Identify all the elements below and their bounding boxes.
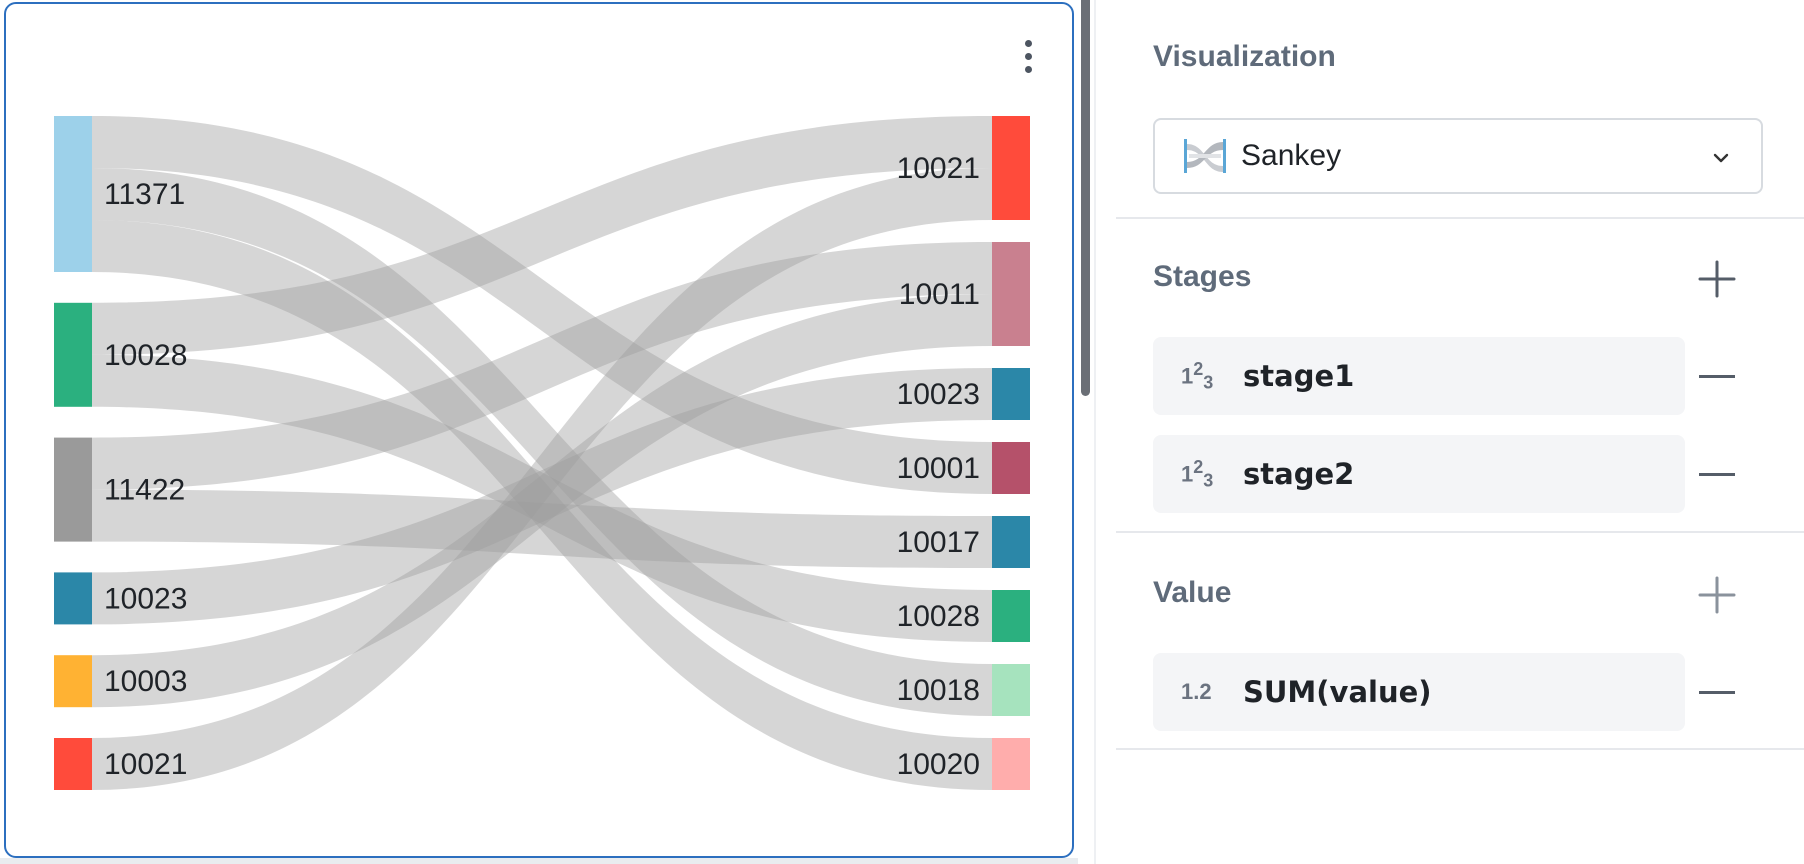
sankey-node-label: 10018	[897, 674, 980, 707]
sankey-node-right[interactable]	[992, 242, 1030, 346]
visualization-type-value: Sankey	[1241, 139, 1342, 172]
page-bottom-strip	[0, 858, 1092, 864]
sankey-link[interactable]	[92, 368, 992, 625]
remove-stage1-button[interactable]	[1692, 351, 1742, 401]
sankey-node-label: 11371	[104, 178, 185, 211]
stage-field-stage2[interactable]: 123 stage2	[1153, 435, 1685, 513]
sankey-node-label: 10023	[897, 378, 980, 411]
minus-icon	[1699, 690, 1735, 694]
add-value-button[interactable]	[1692, 570, 1742, 620]
integer-type-icon: 123	[1181, 358, 1214, 393]
section-divider	[1116, 217, 1804, 219]
sankey-node-right[interactable]	[992, 442, 1030, 494]
section-divider	[1116, 748, 1804, 750]
visualization-section-title: Visualization	[1153, 40, 1336, 73]
sankey-node-right[interactable]	[992, 664, 1030, 716]
sankey-node-left[interactable]	[54, 655, 92, 708]
value-section-title: Value	[1153, 576, 1232, 609]
stages-section-title: Stages	[1153, 260, 1252, 293]
sankey-node-right[interactable]	[992, 738, 1030, 790]
sankey-node-label: 10028	[104, 339, 187, 372]
integer-type-icon: 123	[1181, 456, 1214, 491]
sankey-node-right[interactable]	[992, 368, 1030, 420]
minus-icon	[1699, 472, 1735, 476]
visualization-type-select[interactable]: Sankey	[1153, 118, 1763, 194]
panel-divider	[1094, 0, 1096, 864]
value-field-label: SUM(value)	[1243, 675, 1432, 709]
sankey-node-right[interactable]	[992, 516, 1030, 568]
remove-stage2-button[interactable]	[1692, 449, 1742, 499]
value-field-sum[interactable]: 1.2 SUM(value)	[1153, 653, 1685, 731]
sankey-node-left[interactable]	[54, 437, 92, 542]
sankey-node-label: 10023	[104, 582, 187, 615]
sankey-node-label: 10011	[899, 278, 980, 311]
kebab-menu-icon[interactable]	[1008, 32, 1048, 80]
remove-value-button[interactable]	[1692, 667, 1742, 717]
sankey-node-label: 10017	[897, 526, 980, 559]
sankey-link[interactable]	[92, 489, 992, 568]
sankey-node-label: 10003	[104, 665, 187, 698]
sankey-node-left[interactable]	[54, 572, 92, 625]
decimal-type-icon: 1.2	[1181, 679, 1212, 704]
sankey-node-label: 10028	[897, 600, 980, 633]
scrollbar-thumb[interactable]	[1081, 0, 1090, 396]
sankey-node-label: 10001	[897, 452, 980, 485]
sankey-link[interactable]	[92, 242, 992, 490]
sankey-node-label: 11422	[104, 474, 185, 507]
sankey-link[interactable]	[92, 354, 992, 642]
sankey-node-label: 10021	[104, 748, 187, 781]
sankey-chart: 11371 10028 11422 10023 10003 10021 10021 10011…	[54, 116, 1030, 790]
section-divider	[1116, 531, 1804, 533]
sankey-node-left[interactable]	[54, 116, 92, 272]
sankey-link[interactable]	[92, 168, 992, 716]
sankey-link[interactable]	[92, 116, 992, 355]
chevron-down-icon	[1713, 153, 1729, 163]
sankey-node-label: 10020	[897, 748, 980, 781]
sankey-node-left[interactable]	[54, 738, 92, 790]
stage-field-label: stage1	[1243, 359, 1355, 393]
add-stage-button[interactable]	[1692, 254, 1742, 304]
minus-icon	[1699, 374, 1735, 378]
sankey-link[interactable]	[92, 220, 992, 790]
sankey-node-right[interactable]	[992, 116, 1030, 220]
sankey-chart-icon	[1184, 139, 1226, 173]
visualization-editor-panel: Visualization Sankey Stages 123 stage1 1…	[1096, 0, 1804, 864]
sankey-chart-card[interactable]: 11371 10028 11422 10023 10003 10021 10021 10011…	[4, 2, 1074, 858]
sankey-node-label: 10021	[897, 152, 980, 185]
sankey-node-left[interactable]	[54, 302, 92, 407]
stage-field-stage1[interactable]: 123 stage1	[1153, 337, 1685, 415]
sankey-link[interactable]	[92, 294, 992, 708]
sankey-link[interactable]	[92, 116, 992, 494]
sankey-link[interactable]	[92, 168, 992, 790]
sankey-node-right[interactable]	[992, 590, 1030, 642]
stage-field-label: stage2	[1243, 457, 1355, 491]
plus-icon	[1698, 576, 1736, 614]
plus-icon	[1698, 260, 1736, 298]
